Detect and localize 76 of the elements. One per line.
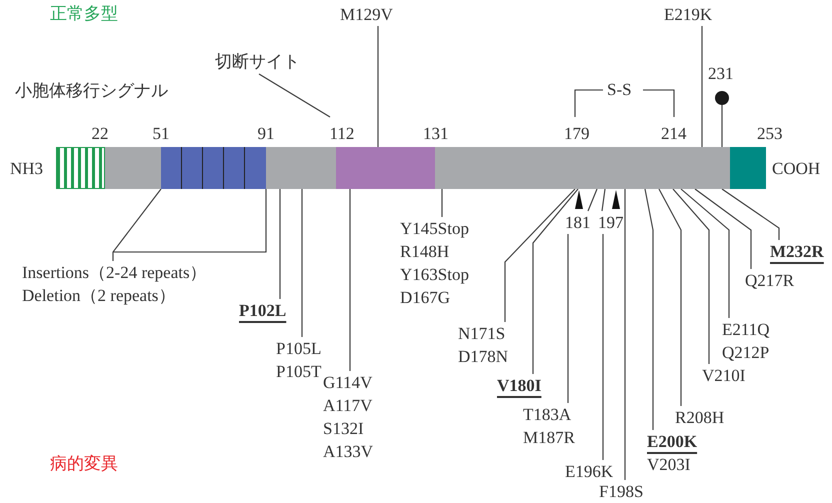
leader-line [279,189,281,299]
note-text: Insertions（2-24 repeats） [22,262,207,284]
terminus-label: COOH [772,158,820,180]
position-number: 91 [258,123,274,145]
category-label: 正常多型 [50,3,118,26]
mutation-label: D178N [458,346,508,368]
leader-line [722,188,780,240]
position-number: 214 [661,123,686,145]
position-number: 51 [152,123,170,145]
leader-line [644,188,654,430]
mutation-label: S132I [323,418,365,440]
leader-line [672,188,710,364]
mutation-label: N171S [458,323,506,345]
leader-line [504,188,576,322]
position-number: 231 [708,63,734,85]
mutation-label: P102L [239,299,286,322]
leader-line [377,26,379,147]
leader-line [301,189,303,337]
mutation-label: R208H [675,406,724,429]
region-label: 小胞体移行シグナル [15,80,168,103]
category-label: 病的変異 [50,453,118,476]
leader-line [680,188,730,318]
position-number: 181 [565,211,590,234]
mutation-label: E219K [664,3,712,26]
mutation-label: T183A [523,404,572,426]
mutation-label: V203I [647,454,692,476]
end-segment [730,147,766,189]
mutation-label: Y163Stop [400,264,469,286]
mutation-label: M129V [340,3,393,26]
striped-segment [56,147,105,189]
position-number: 253 [757,123,782,145]
mutation-label: Q212P [722,342,770,364]
leader-line [258,74,330,118]
leader-line [602,234,604,460]
domain-segment [336,147,435,189]
terminus-label: NH3 [10,158,44,180]
leader-line [567,234,569,403]
position-number: 179 [564,123,590,145]
mutation-label: G114V [323,372,374,394]
leader-line [701,26,703,147]
leader-line [588,188,598,212]
position-number: 197 [598,211,624,234]
leader-line [601,188,606,212]
mutation-label: Y145Stop [400,218,469,240]
mutation-label: D167G [400,287,452,309]
position-number: 22 [92,123,108,145]
leader-line [349,189,351,371]
mutation-label: M187R [523,427,575,449]
repeat-segment [161,147,266,189]
mutation-label: V210I [702,364,746,387]
mutation-label: E196K [565,460,614,483]
position-number: 112 [330,123,354,145]
leader-line [694,188,752,269]
mutation-label: Q217R [745,269,794,292]
position-number: 131 [423,123,448,145]
mutation-label: A133V [323,441,374,463]
site-label: 切断サイト [215,51,300,74]
protein-bar [105,147,730,189]
leader-line [441,189,443,217]
mutation-label: P105L [276,338,322,360]
mutation-label: E200K [647,431,698,453]
mutation-label: R148H [400,241,450,263]
leader-line [112,188,267,262]
mutation-label: E211Q [722,319,770,341]
leader-line [721,105,723,147]
leader-line [624,189,626,480]
leader-line [658,188,682,406]
leader-line [532,188,578,374]
anchor-dot [715,91,729,105]
mutation-label: M232R [770,240,824,263]
note-text: Deletion（2 repeats） [22,285,176,307]
mutation-label: P105T [276,361,322,383]
bond-label: S-S [607,79,632,101]
mutation-label: A117V [323,395,374,417]
mutation-label: F198S [599,480,644,503]
mutation-label: V180I [497,374,542,397]
